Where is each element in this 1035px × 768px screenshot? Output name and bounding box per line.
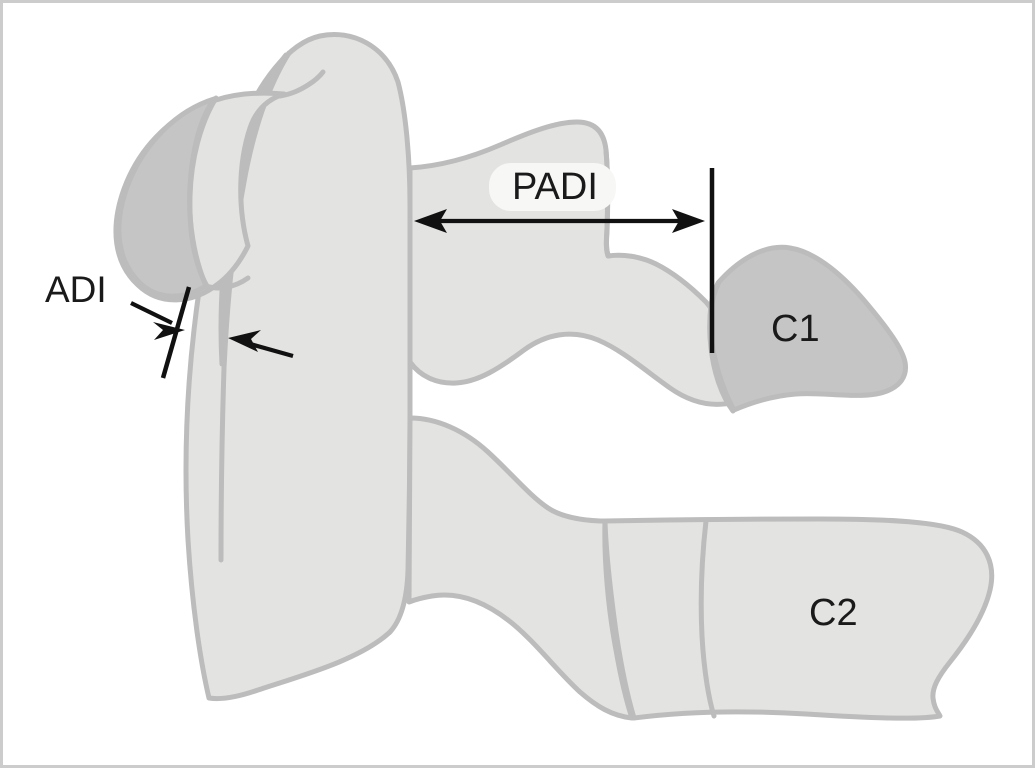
padi-arrow-head-right [672, 209, 705, 233]
padi-arrow-head-left [414, 209, 447, 233]
anterior-arch-seam [187, 95, 219, 291]
c2-label: C2 [809, 592, 858, 634]
adi-label: ADI [45, 269, 107, 310]
padi-label: PADI [512, 166, 598, 208]
arch-dens-notch [277, 69, 326, 99]
c2-body-lamina-seam [698, 518, 717, 719]
padi-label-pill [489, 163, 616, 211]
c2-body-block [602, 516, 995, 721]
c1-posterior-tubercle [707, 244, 909, 413]
arch-inferior-contact [203, 275, 251, 291]
c2-lamina [406, 415, 635, 721]
c1-label: C1 [771, 308, 820, 350]
adi-leader-shaft [130, 301, 173, 325]
adi-leader-arrow-head [153, 322, 185, 340]
adi-pointer-arrow-head [228, 330, 261, 352]
